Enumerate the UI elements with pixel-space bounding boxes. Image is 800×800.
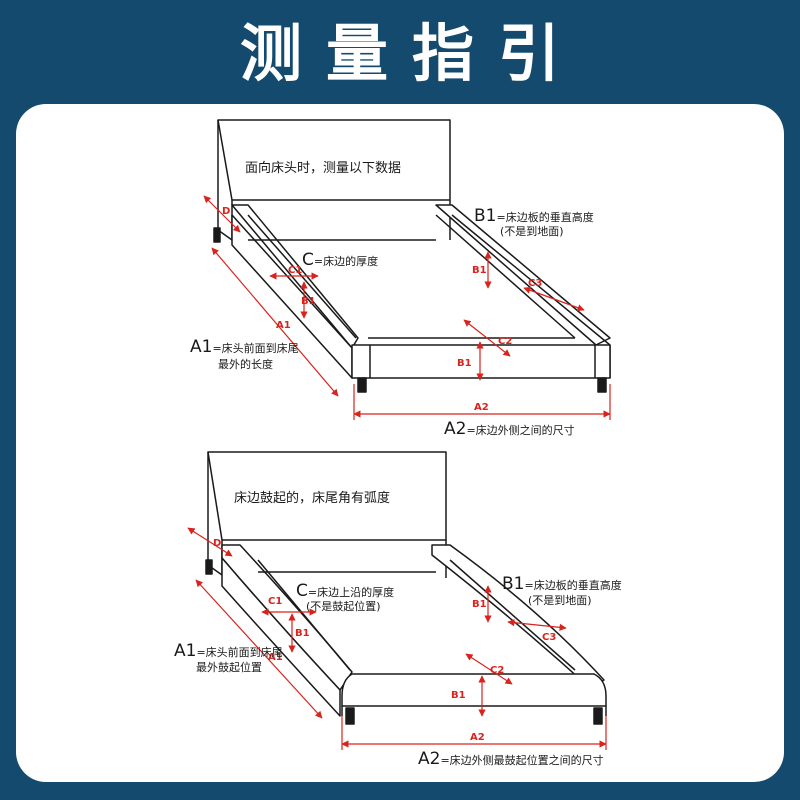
leg-1-front-left	[357, 377, 367, 393]
dimensions-1	[203, 195, 611, 420]
callout-B1-front-2: B1	[451, 690, 466, 701]
callout-A2-1: A2	[474, 402, 489, 413]
dim-C3-2	[507, 619, 567, 631]
dim-A1-2	[195, 579, 323, 719]
callout-C3-1: C3	[528, 278, 542, 289]
label-B1-2: B1=床边板的垂直高度	[502, 574, 622, 594]
callout-B1-front-1: B1	[457, 358, 472, 369]
callout-B1-left-1: B1	[301, 296, 316, 307]
callout-C2-1: C2	[498, 336, 512, 347]
dim-C2-2	[465, 653, 513, 685]
headboard-1	[217, 119, 451, 201]
leg-2-front-right	[593, 707, 603, 725]
leg-2-front-left	[345, 707, 355, 725]
headboard-text-2: 床边鼓起的，床尾角有弧度	[234, 490, 390, 506]
label-B1-1: B1=床边板的垂直高度	[474, 206, 594, 226]
callout-B1-right-1: B1	[472, 265, 487, 276]
callout-C3-2: C3	[542, 632, 556, 643]
headboard-text-1: 面向床头时，测量以下数据	[245, 160, 401, 176]
dim-C3-1	[523, 286, 585, 312]
label-A1-1: A1=床头前面到床尾	[190, 337, 299, 357]
leg-1-left	[213, 227, 221, 243]
callout-B1-right-2: B1	[472, 599, 487, 610]
callout-C1-2: C1	[268, 596, 282, 607]
label-B1-sub-1: (不是到地面)	[500, 225, 564, 238]
label-C-sub-2: (不是鼓起位置)	[306, 599, 381, 613]
callout-D-1: D	[222, 206, 230, 217]
dim-C2-1	[463, 319, 511, 357]
label-C-1: C=床边的厚度	[302, 250, 378, 270]
label-A1-sub-1: 最外的长度	[218, 357, 273, 371]
label-A1-2: A1=床头前面到床尾	[174, 641, 283, 661]
callout-C1-1: C1	[288, 265, 302, 276]
dimensions-2	[187, 527, 607, 750]
label-B1-sub-2: (不是到地面)	[528, 594, 592, 607]
dim-D-1	[203, 195, 241, 233]
callout-A1-1: A1	[276, 320, 291, 331]
callout-C2-2: C2	[490, 665, 504, 676]
content-panel	[16, 104, 784, 782]
callout-D-2: D	[213, 538, 221, 549]
foot-rail-1	[351, 344, 611, 379]
label-A2-2: A2=床边外侧最鼓起位置之间的尺寸	[418, 749, 604, 769]
label-A2-1: A2=床边外侧之间的尺寸	[444, 419, 575, 439]
foot-rail-2	[341, 673, 607, 707]
callout-A2-2: A2	[470, 732, 485, 743]
page-title: 测量指引	[239, 17, 584, 90]
label-C-2: C=床边上沿的厚度	[296, 581, 394, 601]
leg-1-front-right	[597, 377, 607, 393]
callout-B1-left-2: B1	[295, 628, 310, 639]
label-A1-sub-2: 最外鼓起位置	[196, 660, 262, 674]
dim-D-2	[187, 527, 233, 557]
dim-A1-1	[211, 247, 339, 397]
callout-A1-2: A1	[268, 652, 283, 663]
leg-2-left	[205, 559, 213, 575]
